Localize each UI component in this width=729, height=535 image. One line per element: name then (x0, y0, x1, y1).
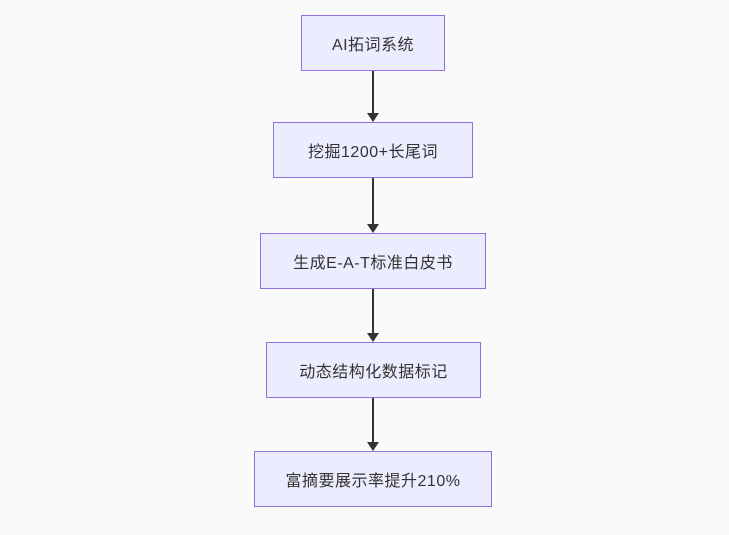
arrowhead-down-icon (367, 113, 379, 122)
flow-arrow (367, 178, 379, 233)
flow-arrow (367, 71, 379, 122)
arrow-line (372, 178, 374, 224)
node-label: 富摘要展示率提升210% (285, 473, 461, 490)
flowchart-node-eat-whitepaper-generation: 生成E-A-T标准白皮书 (260, 233, 486, 289)
arrow-line (372, 398, 374, 442)
arrowhead-down-icon (367, 333, 379, 342)
arrowhead-down-icon (367, 224, 379, 233)
arrow-line (372, 71, 374, 113)
flowchart-node-longtail-keyword-mining: 挖掘1200+长尾词 (273, 122, 473, 178)
node-label: 挖掘1200+长尾词 (308, 144, 438, 161)
flowchart-node-ai-word-expansion-system: AI拓词系统 (301, 15, 445, 71)
arrow-line (372, 289, 374, 333)
arrowhead-down-icon (367, 442, 379, 451)
node-label: 生成E-A-T标准白皮书 (293, 255, 453, 272)
node-label: 动态结构化数据标记 (299, 364, 448, 381)
node-label: AI拓词系统 (331, 37, 415, 54)
flow-arrow (367, 289, 379, 342)
flow-arrow (367, 398, 379, 451)
flowchart-node-dynamic-structured-data-markup: 动态结构化数据标记 (266, 342, 481, 398)
flowchart-node-rich-snippet-rate-increase: 富摘要展示率提升210% (254, 451, 492, 507)
